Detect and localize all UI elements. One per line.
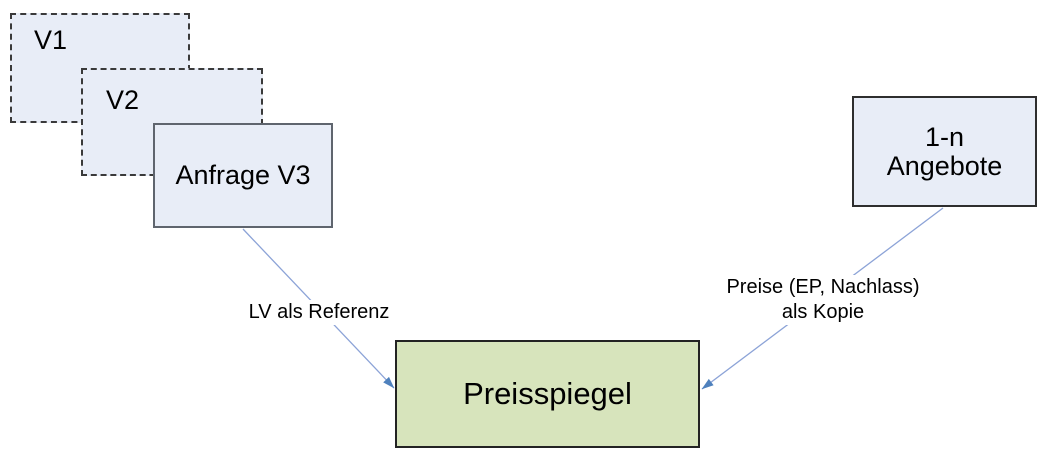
edge-label-preise-kopie-line1: Preise (EP, Nachlass) <box>726 276 920 298</box>
box-anfrage-v3-label: Anfrage V3 <box>175 160 311 190</box>
edge-label-lv-referenz: LV als Referenz <box>240 300 398 325</box>
box-angebote: 1-n Angebote <box>852 96 1037 207</box>
edge-label-preise-kopie: Preise (EP, Nachlass) als Kopie <box>710 275 936 325</box>
box-anfrage-v3: Anfrage V3 <box>153 123 333 228</box>
box-preisspiegel: Preisspiegel <box>395 340 700 448</box>
box-angebote-label-line1: 1-n <box>924 121 965 152</box>
edge-label-lv-referenz-text: LV als Referenz <box>248 301 390 323</box>
box-v1-label: V1 <box>34 25 68 55</box>
edge-label-preise-kopie-line2: als Kopie <box>781 301 865 323</box>
box-v2-label: V2 <box>106 85 140 115</box>
box-preisspiegel-label: Preisspiegel <box>463 376 632 411</box>
box-angebote-label-line2: Angebote <box>886 150 1003 181</box>
